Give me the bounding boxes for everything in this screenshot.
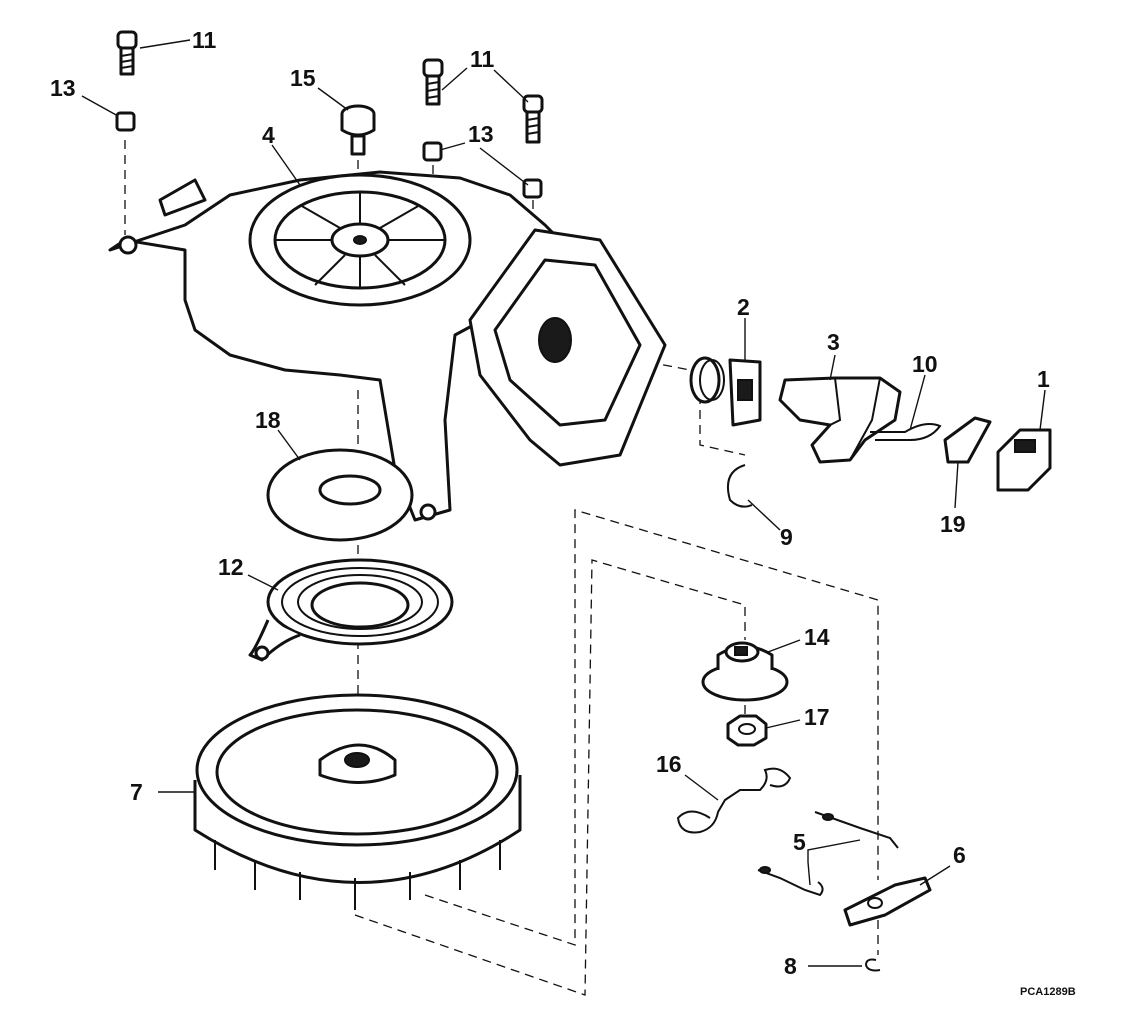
cam-part-14 — [701, 641, 789, 702]
callout-11-left: 11 — [192, 27, 217, 53]
callout-13-right: 13 — [468, 121, 494, 147]
clip-part-19 — [943, 416, 992, 464]
callout-13-left: 13 — [50, 75, 76, 101]
pulley-teeth — [214, 840, 501, 910]
callout-labels: 11 13 15 11 13 4 18 12 7 2 3 10 1 19 9 1… — [50, 27, 1050, 979]
callout-5: 5 — [793, 829, 806, 855]
screw-part-11-center — [422, 58, 444, 106]
pulley-part-7 — [193, 693, 522, 910]
callout-16: 16 — [656, 751, 682, 777]
plate-part-6 — [843, 876, 932, 927]
bolt-part-15 — [340, 104, 376, 156]
ring-part-9 — [726, 464, 753, 508]
pawl-part-5-upper — [814, 811, 899, 849]
callout-8: 8 — [784, 953, 797, 979]
callout-9: 9 — [780, 524, 793, 550]
callout-12: 12 — [218, 554, 244, 580]
callout-3: 3 — [827, 329, 840, 355]
handle-part-3 — [778, 376, 902, 464]
insert-part-10 — [870, 423, 942, 441]
washer-part-18 — [266, 448, 414, 542]
callout-15: 15 — [290, 65, 316, 91]
callout-4: 4 — [262, 122, 275, 148]
clip-part-8 — [864, 958, 881, 972]
spacer-part-13-center — [422, 141, 443, 162]
screw-part-11-right — [522, 94, 544, 144]
leader-lines — [81, 39, 1046, 967]
callout-17: 17 — [804, 704, 830, 730]
callout-1: 1 — [1037, 366, 1050, 392]
housing-spokes — [275, 193, 445, 287]
starter-housing-part-4 — [108, 170, 667, 522]
callout-6: 6 — [953, 842, 966, 868]
spacer-part-13-right — [522, 178, 543, 199]
recoil-spring-part-12 — [248, 558, 454, 662]
spring-part-16 — [676, 767, 792, 834]
callout-14: 14 — [804, 624, 830, 650]
figure-code: PCA1289B — [1020, 986, 1076, 998]
screw-part-11-left — [116, 30, 138, 76]
callout-10: 10 — [912, 351, 938, 377]
pawl-part-5-lower — [757, 866, 824, 897]
nut-part-17 — [726, 714, 768, 747]
callout-11-right: 11 — [470, 46, 495, 72]
anchor-part-1 — [996, 428, 1052, 492]
callout-18: 18 — [255, 407, 281, 433]
callout-7: 7 — [130, 779, 143, 805]
callout-19: 19 — [940, 511, 966, 537]
callout-2: 2 — [737, 294, 750, 320]
rope-guide-part-2 — [689, 356, 762, 427]
spacer-part-13-left — [115, 111, 136, 132]
